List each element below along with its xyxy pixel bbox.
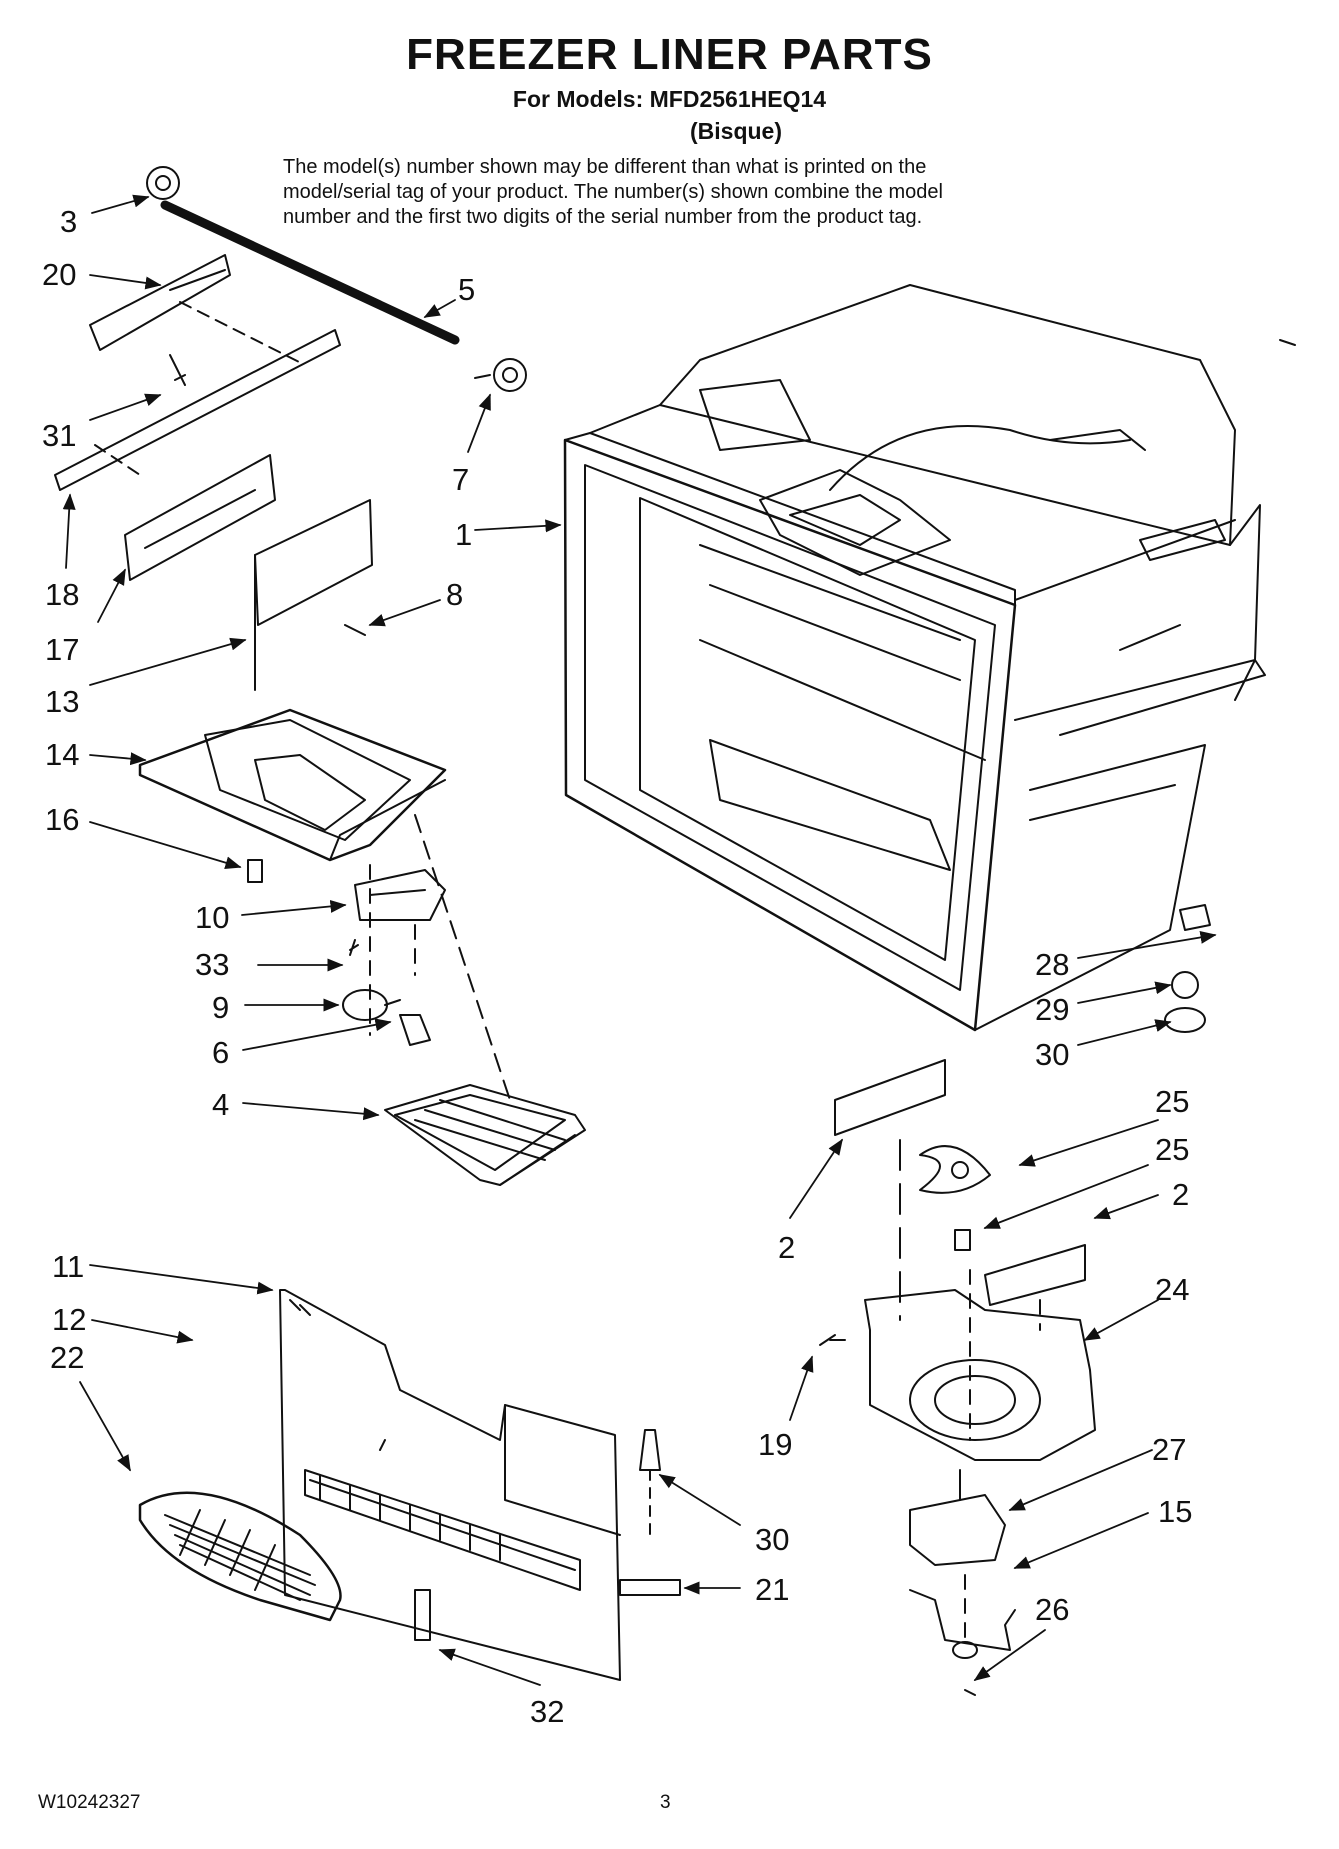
callout-30: 30 [755, 1522, 789, 1557]
freezer-light-shield [384, 1084, 586, 1186]
callout-26: 27 [1152, 1432, 1186, 1467]
leader-arrows [62, 194, 1217, 1686]
callout-27: 28 [1035, 947, 1069, 982]
document-number: W10242327 [38, 1792, 141, 1813]
callout-29: 30 [1035, 1037, 1069, 1072]
callout-33: 33 [195, 947, 229, 982]
callout-31: 32 [530, 1694, 564, 1729]
callout-6: 6 [212, 1035, 229, 1070]
model-number: For Models: MFD2561HEQ14 [512, 86, 827, 112]
model-color: (Bisque) [690, 118, 782, 144]
callout-21: 20 [42, 257, 76, 292]
callout-1: 1 [455, 517, 472, 552]
callout-4: 4 [212, 1087, 229, 1122]
callout-18: 17 [45, 632, 79, 667]
page-number: 3 [660, 1792, 671, 1813]
callout-22: 22 [50, 1340, 84, 1375]
shelf-rail-parts [54, 166, 527, 691]
callout-19: 18 [45, 577, 79, 612]
callout-5: 5 [458, 272, 475, 307]
crisper-cover-frame [138, 708, 511, 1101]
callout-7: 7 [452, 462, 469, 497]
callout-25: 26 [1035, 1592, 1069, 1627]
freezer-liner [563, 284, 1296, 1032]
callout-10: 10 [195, 900, 229, 935]
callout-2: 2 [778, 1230, 795, 1265]
callout-20: 21 [755, 1572, 789, 1607]
callout-17: 19 [758, 1427, 792, 1462]
callout-11: 11 [52, 1249, 84, 1284]
model-note-line: model/serial tag of your product. The nu… [283, 181, 943, 203]
model-note-line: The model(s) number shown may be differe… [283, 156, 927, 178]
callout-2: 2 [1172, 1177, 1189, 1212]
callout-8: 8 [446, 577, 463, 612]
callout-9: 9 [212, 990, 229, 1025]
callout-14: 14 [45, 737, 79, 772]
callout-32: 31 [42, 418, 76, 453]
rear-panel [279, 1289, 621, 1681]
callout-16: 16 [45, 802, 79, 837]
callout-28: 29 [1035, 992, 1069, 1027]
drain-parts [414, 1429, 681, 1641]
model-note: The model(s) number shown may be differe… [283, 155, 1083, 230]
light-housing-parts [247, 859, 446, 1046]
callout-23: 24 [1155, 1272, 1189, 1307]
callout-15: 15 [1158, 1494, 1192, 1529]
callout-24: 25 [1155, 1084, 1189, 1119]
callout-13: 13 [45, 684, 79, 719]
page-title: FREEZER LINER PARTS [406, 30, 933, 79]
model-note-line: number and the first two digits of the s… [283, 206, 923, 228]
callout-25: 25 [1155, 1132, 1189, 1167]
evaporator-fan-parts [819, 904, 1211, 1696]
callout-labels: 3 20 5 31 7 1 18 8 17 13 14 16 10 33 9 6… [42, 204, 1192, 1729]
callout-3: 3 [60, 204, 77, 239]
vent-grille [138, 1491, 342, 1622]
callout-12: 12 [52, 1302, 86, 1337]
